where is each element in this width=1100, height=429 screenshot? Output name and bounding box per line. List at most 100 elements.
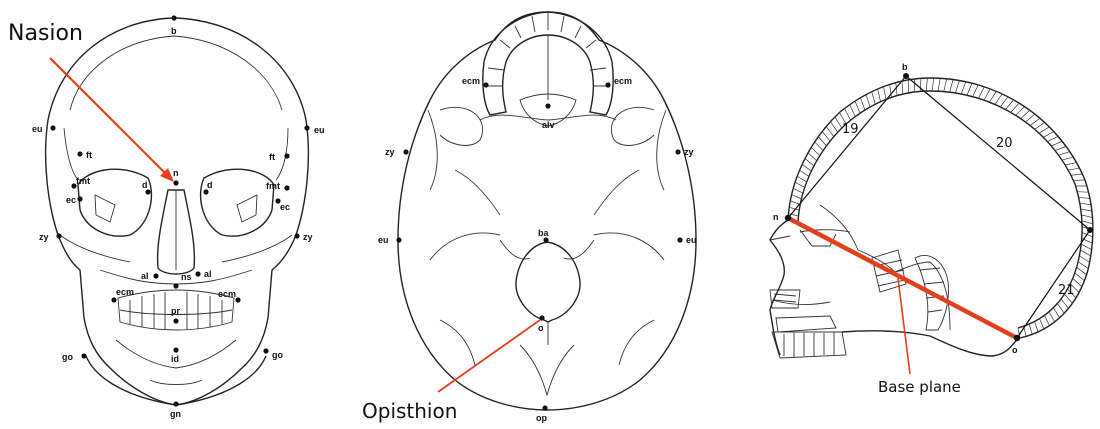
vault-hatch-stroke [1011, 103, 1019, 112]
vault-hatch-stroke [1080, 203, 1091, 205]
vault-hatch-stroke [1068, 168, 1079, 170]
measurement-line-20 [906, 76, 1090, 230]
landmark-label: ec [280, 202, 290, 212]
landmark-label: d [207, 180, 213, 190]
vault-hatch-stroke [1059, 152, 1070, 156]
vault-hatch-stroke [1049, 312, 1055, 322]
vault-hatch-stroke [989, 91, 996, 102]
vault-hatch-stroke [1065, 163, 1076, 165]
measurement-line-19 [788, 76, 906, 218]
vault-hatch-stroke [1061, 299, 1068, 309]
vault-hatch-stroke [790, 201, 800, 205]
vault-hatch-stroke [884, 87, 886, 100]
vault-hatch-stroke [818, 137, 826, 146]
vault-hatch-stroke [1080, 250, 1090, 256]
vault-hatch-stroke [1047, 136, 1058, 141]
vault-hatch-stroke [815, 142, 823, 151]
landmark-label: n [173, 168, 179, 178]
base-plane-callout-label: Base plane [878, 378, 961, 396]
frontal-skull-panel: b eu eu ft ft n fmt fmt d d ec ec zy zy … [8, 15, 325, 419]
landmark-label: ecm [116, 287, 134, 297]
landmark-label: fmt [266, 181, 280, 191]
vault-hatch-stroke [1079, 197, 1090, 198]
measurement-label-21: 21 [1058, 283, 1075, 298]
basal-skull-panel: ecm ecm alv zy zy eu eu ba o op Opisthio… [362, 12, 697, 423]
opisthion-pointer-line [438, 320, 540, 392]
landmark-label: fmt [76, 176, 90, 186]
basal-foramen-magnum [516, 242, 580, 322]
landmark-label: pr [171, 306, 180, 316]
vault-hatch-stroke [1081, 215, 1092, 218]
vault-hatch-stroke [995, 94, 1002, 104]
vault-hatch-stroke [1053, 308, 1059, 318]
vault-hatch-stroke [955, 81, 959, 93]
vault-hatch-stroke [793, 188, 803, 193]
landmark-label: al [204, 269, 212, 279]
vault-hatch-stroke [808, 153, 817, 161]
lateral-skull-panel: b n o 19 20 21 Base plane [770, 62, 1093, 396]
landmark-label: zy [684, 147, 694, 157]
landmark-label: zy [385, 147, 395, 157]
vault-hatch-stroke [1043, 132, 1053, 138]
landmark-dot [903, 73, 909, 79]
landmark-label: o [538, 323, 544, 333]
vault-hatch-stroke [950, 80, 953, 93]
landmark-label: go [272, 350, 283, 360]
vault-hatch-stroke [984, 89, 990, 100]
vault-hatch-stroke [855, 101, 860, 113]
landmark-label: ft [269, 152, 275, 162]
vault-hatch-stroke [835, 117, 842, 128]
landmark-label: gn [170, 409, 181, 419]
landmark-dot [1014, 335, 1020, 341]
vault-hatch-stroke [850, 105, 856, 117]
basal-cranium-outline [398, 12, 696, 410]
vault-hatch-stroke [1030, 118, 1040, 125]
vault-hatch-stroke [1029, 324, 1032, 334]
landmark-label: ecm [614, 76, 632, 86]
landmark-label: ec [66, 195, 76, 205]
vault-hatch-stroke [878, 89, 881, 102]
vault-hatch-stroke [802, 164, 811, 171]
vault-hatch-stroke [1078, 262, 1088, 269]
landmark-label: eu [314, 125, 325, 135]
measurement-label-19: 19 [842, 122, 859, 137]
landmark-label: ba [538, 228, 549, 238]
landmark-label: b [171, 26, 177, 36]
vault-hatch-stroke [1021, 110, 1030, 118]
landmark-label: eu [378, 235, 389, 245]
vault-hatch-stroke [1025, 114, 1034, 122]
landmark-label: ecm [218, 289, 236, 299]
vault-hatch-stroke [961, 82, 965, 94]
vault-hatch-stroke [792, 195, 802, 199]
vault-hatch-stroke [1034, 322, 1038, 332]
vault-hatch-stroke [811, 147, 820, 155]
vault-hatch-stroke [800, 170, 809, 176]
landmark-label: ecm [462, 76, 480, 86]
opisthion-callout-label: Opisthion [362, 399, 457, 423]
vault-hatch-stroke [1039, 127, 1049, 133]
vault-hatch-stroke [1081, 209, 1092, 211]
landmark-label: ns [181, 272, 192, 282]
vault-hatch-stroke [822, 132, 830, 142]
vault-hatch-stroke [978, 87, 984, 98]
vault-hatch-stroke [1077, 267, 1087, 274]
vault-hatch-stroke [920, 78, 921, 91]
nasion-callout-label: Nasion [8, 21, 83, 46]
landmark-label: o [1012, 345, 1018, 355]
landmark-label: n [773, 212, 779, 222]
vault-hatch-stroke [1000, 97, 1008, 107]
landmark-label: eu [686, 235, 697, 245]
vault-hatch-stroke [902, 81, 903, 94]
vault-hatch-stroke [1073, 180, 1084, 181]
vault-hatch-stroke [860, 98, 865, 110]
frontal-cranium-outline [46, 18, 309, 405]
vault-hatch-stroke [1055, 146, 1066, 150]
vault-hatch-stroke [967, 83, 972, 95]
landmark-label: zy [303, 232, 313, 242]
vault-hatch-stroke [1016, 107, 1025, 116]
vault-hatch-stroke [1035, 122, 1045, 129]
landmark-label: eu [32, 124, 43, 134]
vault-hatch-stroke [797, 176, 807, 182]
